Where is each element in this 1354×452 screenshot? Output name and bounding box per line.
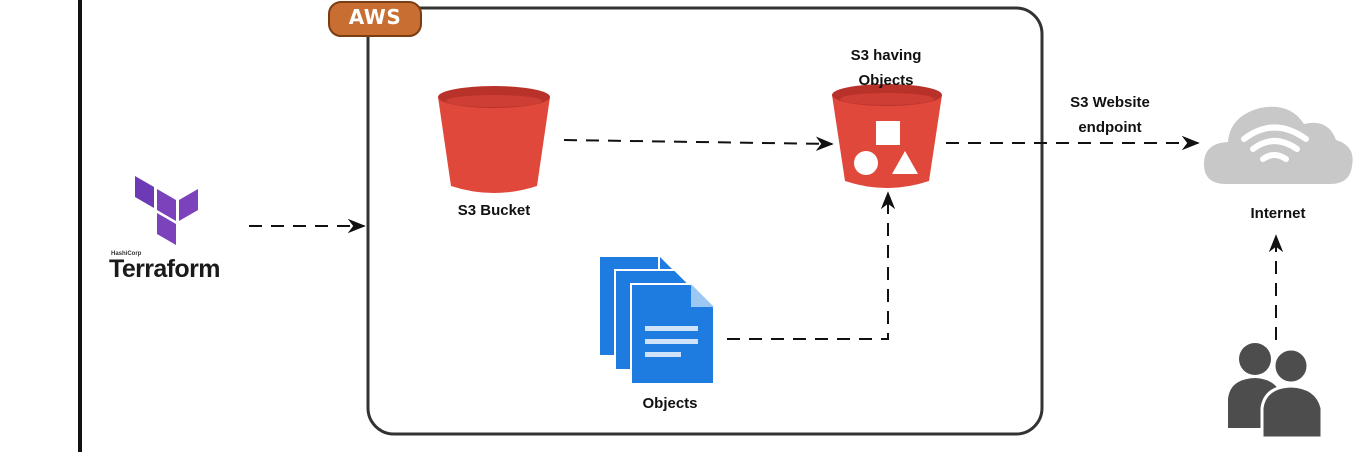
wifi-cloud-icon	[1204, 106, 1353, 184]
terraform-vendor-label: HashiCorp	[111, 251, 142, 257]
left-border-line	[78, 0, 82, 452]
s3-bucket-label: S3 Bucket	[457, 202, 531, 219]
terraform-wordmark: Terraform	[109, 255, 220, 283]
users-icon	[1228, 343, 1324, 440]
arrow-objects-to-objects-bucket	[727, 191, 896, 340]
endpoint-label-line1: S3 Website	[1070, 94, 1150, 111]
s3-objects-label-line2: Objects	[858, 72, 914, 89]
s3-bucket-icon	[438, 86, 550, 193]
endpoint-label-line2: endpoint	[1078, 119, 1142, 136]
aws-group-tab	[328, 1, 422, 37]
arrow-bucket-to-objects-bucket	[563, 136, 834, 151]
s3-objects-bucket-icon	[832, 84, 942, 188]
terraform-logo-icon	[135, 176, 198, 245]
objects-label: Objects	[642, 395, 698, 412]
s3-objects-label-line1: S3 having	[850, 47, 922, 64]
aws-group-label: AWS	[348, 5, 402, 29]
documents-icon	[598, 255, 715, 385]
internet-label: Internet	[1250, 205, 1306, 222]
